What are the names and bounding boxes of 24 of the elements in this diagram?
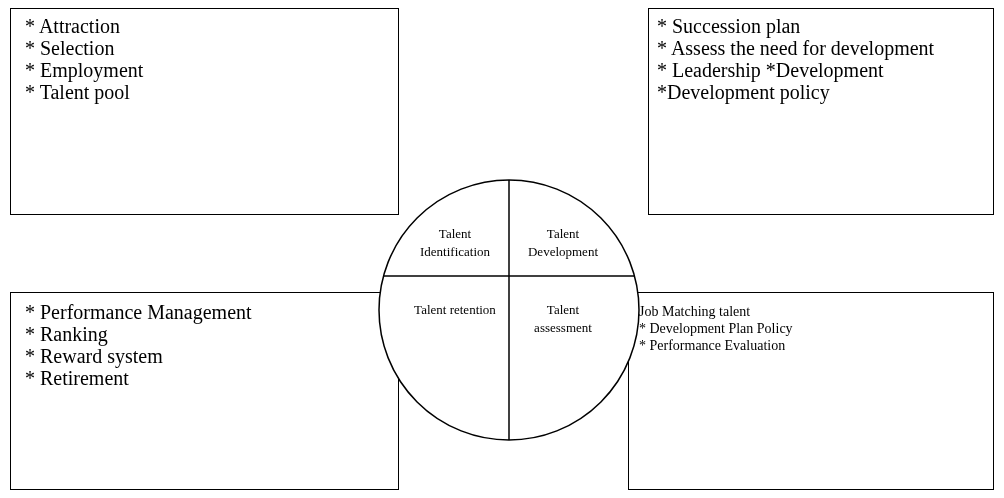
list-item: * Development Plan Policy [639,320,794,337]
list-item: * Retirement [25,367,129,389]
list-item: * Selection [25,37,116,59]
list-item: Job Matching talent [639,303,752,320]
list-item: *Development policy [657,81,830,103]
quadrant-label: Talent Development [526,225,599,261]
list-item: * Performance Management [25,301,253,323]
list-item: * Performance Evaluation [639,337,787,354]
text-box [648,8,994,215]
quadrant-label: Talent retention [413,301,497,319]
list-item: * Succession plan [657,15,802,37]
quadrant-circle [378,179,640,441]
list-item: * Employment [25,59,145,81]
list-item: * Talent pool [25,81,130,103]
text-box [10,8,399,215]
text-box [10,292,399,490]
text-box [628,292,994,490]
quadrant-label: Talent assessment [533,301,593,337]
list-item: * Leadership *Development [657,59,884,81]
list-item: * Assess the need for development [657,37,936,59]
quadrant-label: Talent Identification [419,225,491,261]
list-item: * Attraction [25,15,121,37]
list-item: * Ranking [25,323,109,345]
list-item: * Reward system [25,345,164,367]
